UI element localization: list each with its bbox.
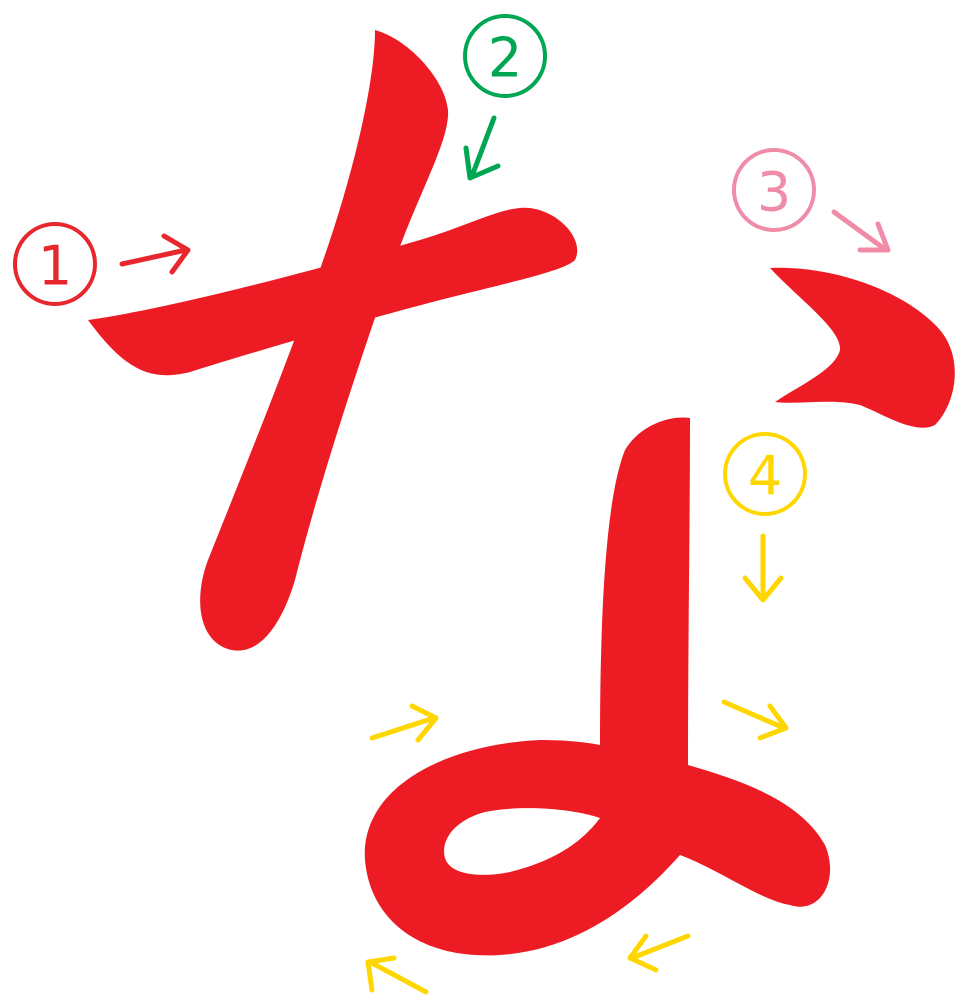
stroke-label-3: 3 bbox=[732, 148, 816, 232]
stroke-label-2-number: 2 bbox=[488, 27, 522, 90]
stroke-label-3-number: 3 bbox=[757, 161, 791, 224]
stroke-4-arrows bbox=[365, 533, 789, 995]
stroke-label-1-ring bbox=[13, 222, 97, 306]
stroke-label-2-ring bbox=[463, 14, 547, 98]
character-na bbox=[88, 30, 955, 956]
arrow-down-left-icon bbox=[463, 115, 501, 181]
stroke-3-arrows bbox=[831, 209, 891, 253]
stroke-label-4-number: 4 bbox=[748, 445, 782, 508]
stroke-label-2: 2 bbox=[463, 14, 547, 98]
stroke-2-diagonal bbox=[200, 30, 449, 651]
stroke-2-arrows bbox=[463, 115, 501, 181]
arrow-up-left-icon bbox=[365, 955, 429, 995]
arrow-down-left-icon bbox=[627, 933, 691, 973]
stroke-1-arrows bbox=[119, 233, 191, 275]
stroke-label-1: 1 bbox=[13, 222, 97, 306]
stroke-label-3-ring bbox=[732, 148, 816, 232]
arrow-down-icon bbox=[742, 533, 784, 603]
stroke-label-4-ring bbox=[723, 432, 807, 516]
arrow-down-right-icon bbox=[831, 209, 891, 253]
stroke-label-4: 4 bbox=[723, 432, 807, 516]
arrow-right-icon bbox=[369, 703, 439, 743]
arrow-right-icon bbox=[119, 233, 191, 275]
stroke-label-1-number: 1 bbox=[38, 235, 72, 298]
stroke-4-vertical-loop bbox=[364, 417, 831, 956]
stroke-3-tick bbox=[770, 267, 955, 428]
arrow-right-icon bbox=[721, 699, 789, 741]
